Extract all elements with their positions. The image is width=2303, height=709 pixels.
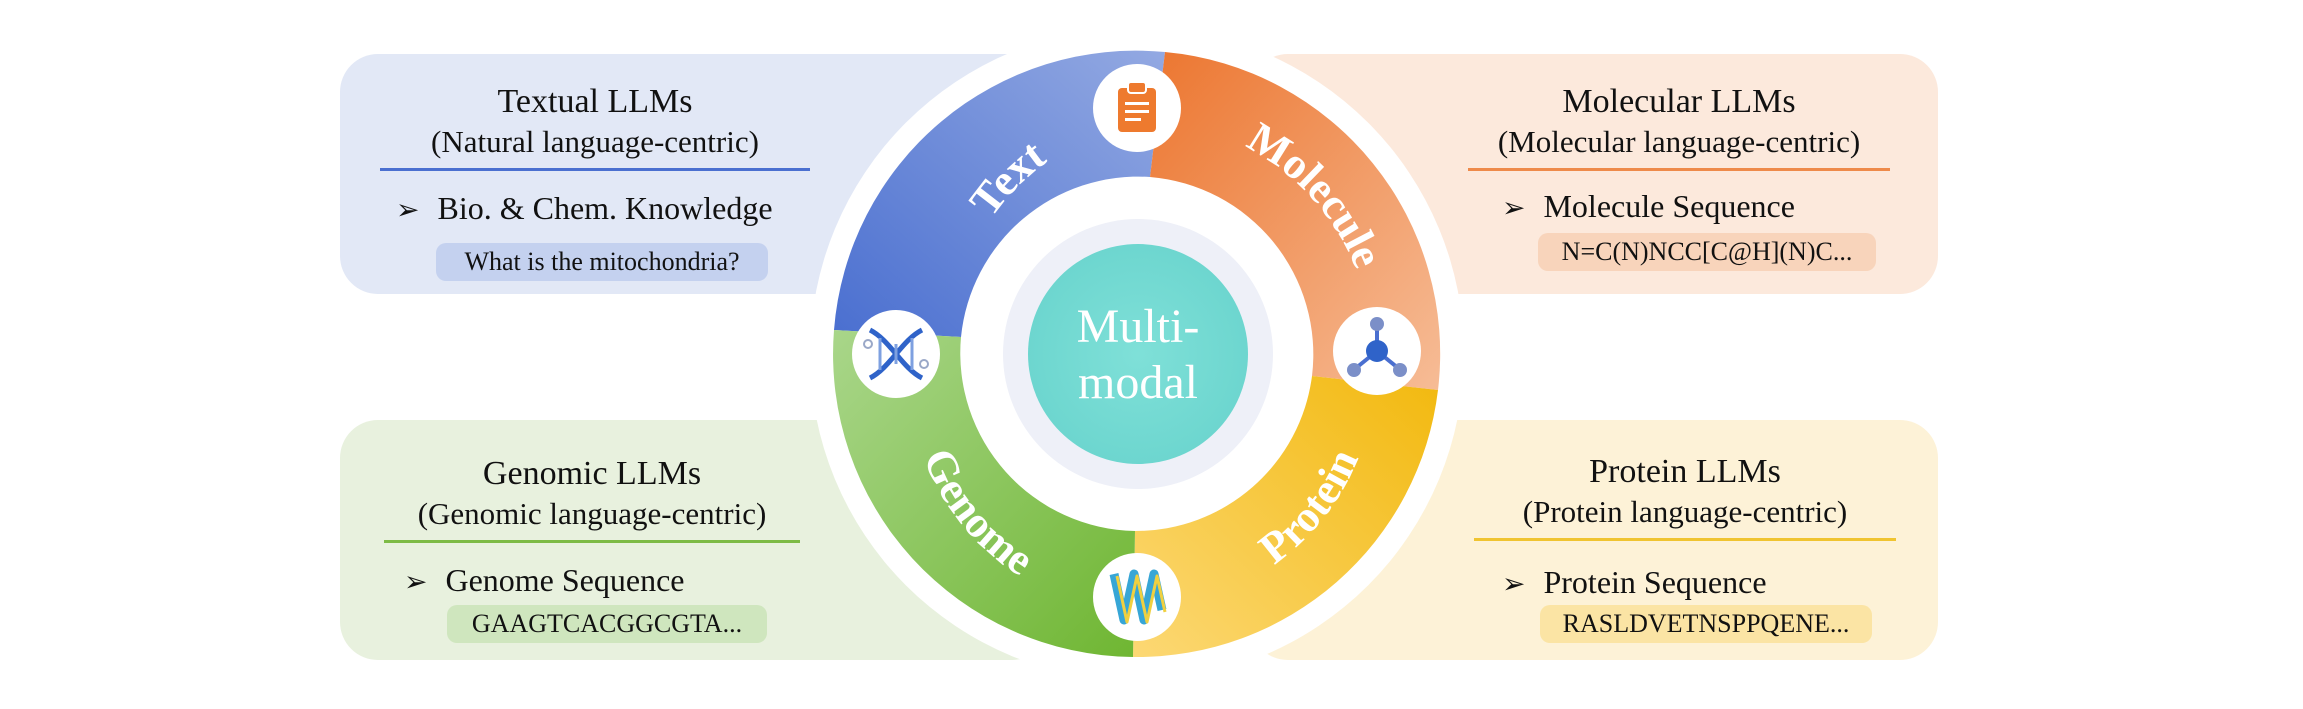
protein-llms-example: RASLDVETNSPPQENE... [1540,605,1872,643]
arrow-bullet-icon: ➢ [396,193,420,226]
dna-icon [852,310,940,398]
textual-llms-bullet-text: Bio. & Chem. Knowledge [437,190,773,226]
molecular-llms-header: Molecular LLMs (Molecular language-centr… [1468,82,1890,171]
center-label-line1: Multi- [1077,300,1200,353]
genomic-llms-bullet-text: Genome Sequence [445,562,685,598]
textual-llms-bullet: ➢ Bio. & Chem. Knowledge [396,188,773,230]
genomic-llms-example: GAAGTCACGGCGTA... [447,605,767,643]
clipboard-icon [1093,64,1181,152]
genomic-llms-title: Genomic LLMs [482,455,702,492]
protein-llms-subtitle: (Protein language-centric) [1522,494,1848,529]
textual-llms-example: What is the mitochondria? [436,243,768,281]
molecular-llms-example: N=C(N)NCC[C@H](N)C... [1538,233,1876,271]
arrow-bullet-icon: ➢ [1502,191,1526,224]
textual-llms-subtitle: (Natural language-centric) [431,124,759,159]
molecular-llms-bullet-text: Molecule Sequence [1543,188,1795,224]
segment-molecule [1150,52,1441,390]
segment-genome [833,330,1135,657]
molecular-llms-title: Molecular LLMs [1562,83,1796,120]
protein-llms-divider [1474,538,1896,541]
textual-llms-title: Textual LLMs [497,83,693,120]
arrow-bullet-icon: ➢ [1502,567,1526,600]
textual-llms-header: Textual LLMs (Natural language-centric) [380,82,810,171]
molecule-icon [1333,307,1421,395]
genomic-llms-divider [384,540,800,543]
molecular-llms-subtitle: (Molecular language-centric) [1497,124,1861,159]
textual-llms-divider [380,168,810,171]
genomic-llms-header: Genomic LLMs (Genomic language-centric) [384,454,800,543]
genomic-llms-bullet: ➢ Genome Sequence [404,560,684,602]
segment-text [834,50,1165,338]
molecular-llms-divider [1468,168,1890,171]
genomic-llms-subtitle: (Genomic language-centric) [417,496,767,531]
arrow-bullet-icon: ➢ [404,565,428,598]
center-circle [1028,244,1248,464]
protein-llms-bullet: ➢ Protein Sequence [1502,562,1767,604]
molecular-llms-bullet: ➢ Molecule Sequence [1502,186,1795,228]
protein-icon [1093,553,1181,641]
protein-llms-title: Protein LLMs [1589,453,1781,490]
center-label-line2: modal [1078,356,1198,409]
protein-llms-header: Protein LLMs (Protein language-centric) [1474,452,1896,541]
protein-llms-bullet-text: Protein Sequence [1543,564,1767,600]
segment-protein [1133,376,1438,658]
